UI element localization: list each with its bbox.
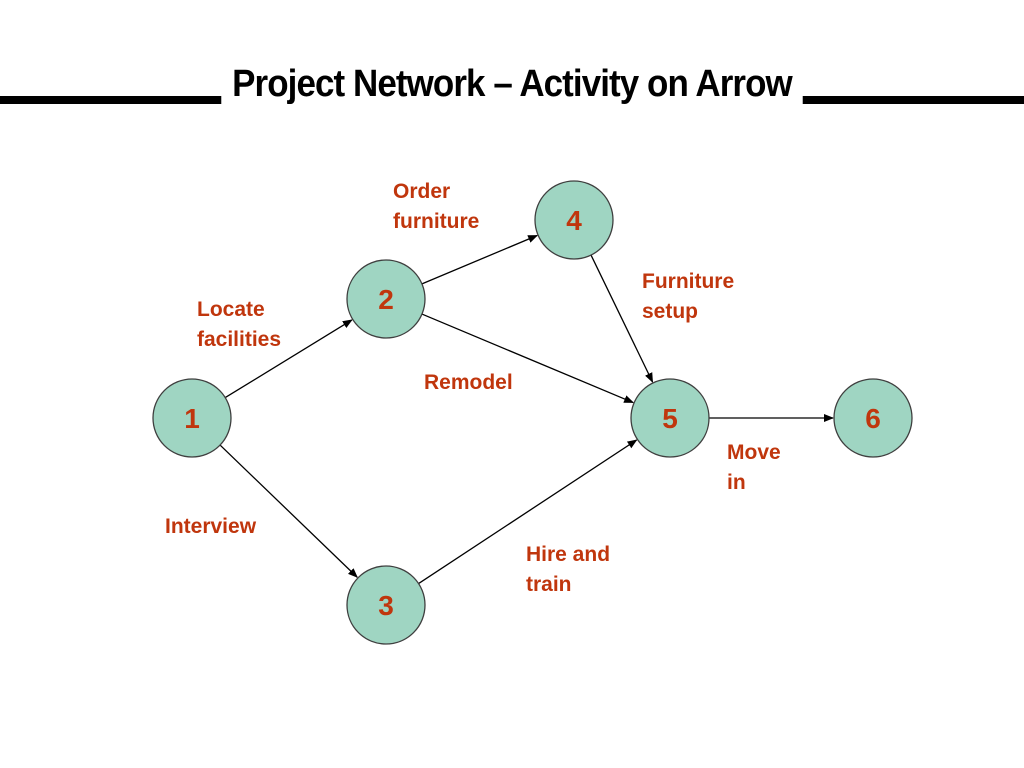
node-number: 4 (566, 205, 582, 236)
arrow-4-5 (590, 254, 654, 383)
arrow-2-4 (421, 234, 539, 285)
node-circle (152, 378, 232, 458)
node-number: 5 (662, 403, 678, 434)
edge-label-line: Hire and (526, 543, 611, 566)
edge-label-4-5: Furniture setup (642, 267, 734, 327)
edge-label-line: furniture (393, 210, 480, 233)
edge-label-1-2: Locate facilities (197, 295, 281, 355)
edge-label-2-4: Order furniture (393, 177, 479, 237)
node-3: 3 (346, 565, 426, 645)
slide-title: Project Network – Activity on Arrow (41, 62, 983, 106)
edge-label-line: Move (727, 441, 781, 464)
arrow-3-5 (418, 439, 638, 585)
node-circle (833, 378, 913, 458)
edge-label-line: Furniture (642, 270, 735, 293)
edge-label-line: facilities (197, 328, 282, 351)
node-circle (534, 180, 614, 260)
node-circle (630, 378, 710, 458)
node-number: 3 (378, 590, 394, 621)
arrow-1-2 (224, 319, 353, 399)
node-circle (346, 565, 426, 645)
node-circle (346, 259, 426, 339)
edge-label-line: setup (642, 300, 699, 323)
node-2: 2 (346, 259, 426, 339)
arrow-1-3 (219, 444, 358, 578)
edge-label-line: Interview (165, 515, 257, 538)
node-5: 5 (630, 378, 710, 458)
edge-label-line: Order (393, 180, 451, 203)
node-number: 2 (378, 284, 394, 315)
edge-label-line: Remodel (424, 371, 513, 394)
edges-layer (219, 234, 834, 585)
node-4: 4 (534, 180, 614, 260)
node-6: 6 (833, 378, 913, 458)
node-number: 6 (865, 403, 881, 434)
node-number: 1 (184, 403, 200, 434)
slide-title-text: Project Network – Activity on Arrow (221, 63, 803, 105)
edge-label-3-5: Hire and train (526, 540, 610, 600)
edge-label-line: train (526, 573, 572, 596)
arrow-2-5 (421, 313, 635, 404)
edge-label-1-3: Interview (165, 512, 256, 542)
node-1: 1 (152, 378, 232, 458)
edge-label-line: Locate (197, 298, 265, 321)
edge-label-5-6: Move in (727, 438, 781, 498)
nodes-layer: 1 2 3 4 5 6 (152, 180, 913, 645)
edge-label-2-5: Remodel (424, 368, 513, 398)
edge-label-line: in (727, 471, 746, 494)
